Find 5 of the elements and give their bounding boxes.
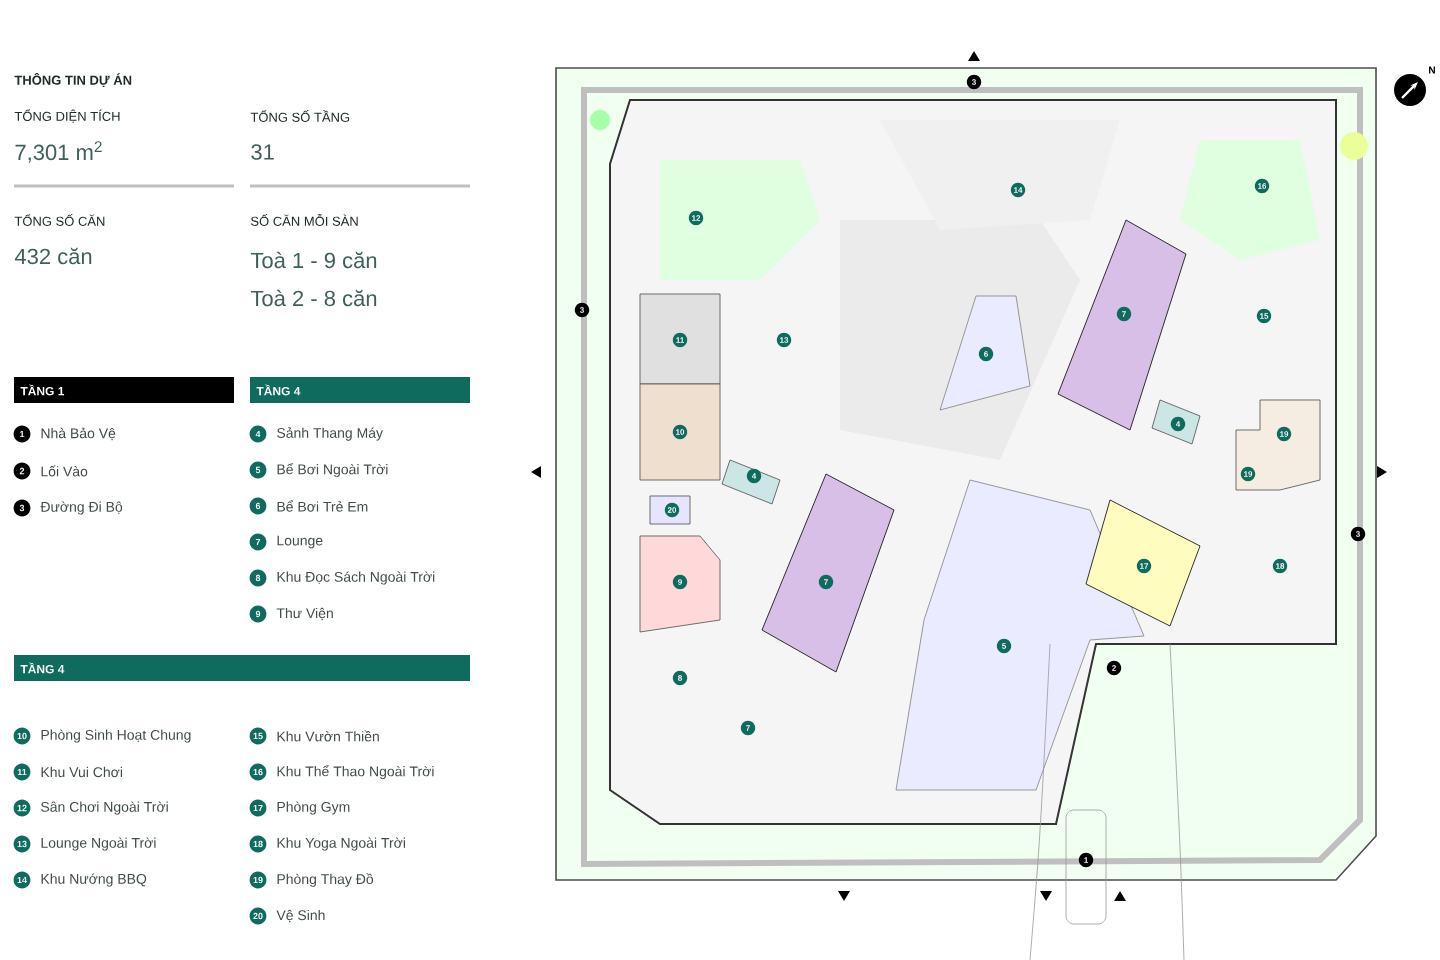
field-value: Toà 2 - 8 căn — [250, 289, 377, 307]
field-value: 432 căn — [14, 247, 92, 265]
field-value: 31 — [251, 144, 274, 160]
field-value: 7,301 m$^{2}$ — [15, 141, 102, 163]
field-value: Toà 1 - 9 căn — [250, 251, 377, 269]
